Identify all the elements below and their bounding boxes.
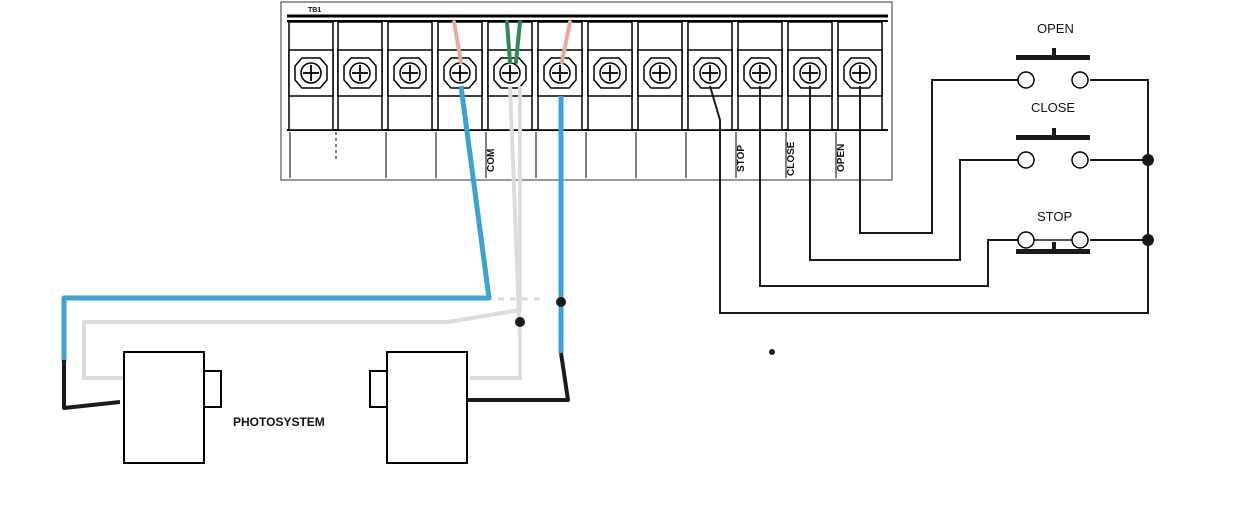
black-wire-left: [62, 360, 121, 410]
terminal-7: [587, 21, 633, 131]
close-switch-label: CLOSE: [1031, 100, 1075, 115]
terminal-row: [288, 21, 883, 131]
pushbutton-wiring: [709, 79, 1149, 314]
photo-eye-right: [369, 351, 468, 464]
terminal-block-title: TB1: [308, 7, 321, 14]
stop-wire-in: [759, 86, 1020, 287]
close-wire: [809, 86, 1020, 261]
junction-dot: [515, 317, 525, 327]
terminal-label-com: COM: [486, 149, 497, 172]
terminal-label-open: OPEN: [836, 144, 847, 172]
photosystem-wiring: [61, 85, 570, 410]
stop-switch: STOP: [1016, 209, 1090, 254]
blue-wire-left: [61, 85, 492, 362]
terminal-9: [687, 21, 733, 131]
open-wire: [859, 79, 1020, 234]
terminal-2: [337, 21, 383, 131]
terminal-8: [637, 21, 683, 131]
top-wires: [452, 20, 572, 64]
open-switch-label: OPEN: [1037, 21, 1074, 36]
terminal-label-stop: STOP: [736, 145, 747, 172]
terminal-12: [837, 21, 883, 131]
junction-dot: [556, 297, 566, 307]
white-wire-left: [82, 86, 522, 380]
stray-dot: [769, 349, 775, 355]
stop-switch-label: STOP: [1037, 209, 1072, 224]
terminal-tick-marks: [289, 132, 837, 178]
junction-dot: [1142, 234, 1154, 246]
terminal-6: [537, 21, 583, 131]
open-switch: OPEN: [1016, 21, 1090, 89]
terminal-4: [437, 21, 483, 131]
junction-dot: [1142, 154, 1154, 166]
stop-wire-out: [709, 79, 1149, 314]
white-wire-right: [470, 85, 522, 380]
photo-eye-left: [123, 351, 222, 464]
terminal-3: [387, 21, 433, 131]
terminal-1: [288, 21, 334, 131]
photosystem-label: PHOTOSYSTEM: [233, 415, 325, 429]
close-switch: CLOSE: [1016, 100, 1090, 169]
terminal-label-close: CLOSE: [786, 141, 797, 176]
black-wire-right: [466, 352, 570, 402]
